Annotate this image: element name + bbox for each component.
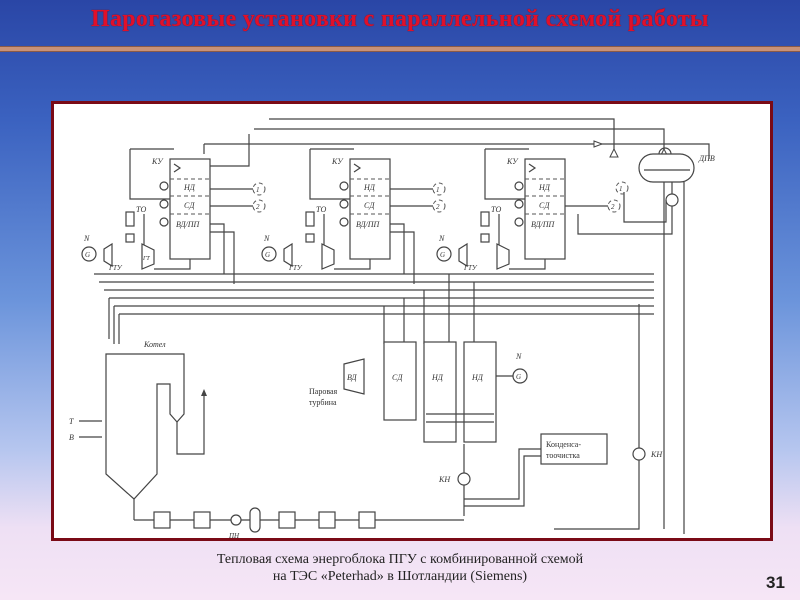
gtu-unit-1: КУ НД СД ВД/ПП ТО G N ГТУ ГТ 1 2: [81, 134, 266, 284]
section-vd-pp-1: ВД/ПП: [176, 220, 201, 229]
condensate-pump-right: [632, 447, 646, 461]
svg-text:1: 1: [619, 185, 623, 193]
figure-caption: Тепловая схема энергоблока ПГУ с комбини…: [150, 551, 650, 585]
svg-text:N: N: [83, 234, 90, 243]
svg-text:СД: СД: [364, 201, 375, 210]
gtu-unit-2: КУ НД СД ВД/ПП ТО G N ГТУ 1 2: [261, 148, 446, 284]
svg-text:2: 2: [436, 203, 440, 211]
svg-text:ТО: ТО: [316, 205, 326, 214]
slide-title: Парогазовые установки с параллельной схе…: [91, 6, 709, 32]
page-number: 31: [766, 573, 785, 592]
svg-text:ВД: ВД: [347, 373, 357, 382]
to-label-1: ТО: [136, 205, 146, 214]
title-divider: [0, 46, 800, 52]
svg-text:ГТУ: ГТУ: [108, 264, 123, 272]
svg-text:НД: НД: [471, 373, 484, 382]
section-sd-1: СД: [184, 201, 195, 210]
caption-line-1: Тепловая схема энергоблока ПГУ с комбини…: [216, 552, 584, 567]
top-feed-lines: [203, 118, 710, 529]
svg-text:1: 1: [256, 186, 260, 194]
svg-text:1: 1: [436, 186, 440, 194]
svg-text:G: G: [85, 251, 90, 259]
svg-text:КУ: КУ: [331, 157, 344, 166]
boiler-label: Котел: [143, 340, 166, 349]
svg-text:ГТУ: ГТУ: [463, 264, 478, 272]
svg-text:N: N: [263, 234, 270, 243]
svg-text:В: В: [69, 433, 74, 442]
svg-text:ТО: ТО: [491, 205, 501, 214]
feed-pump-deaerator: [665, 193, 679, 207]
svg-text:НД: НД: [363, 183, 376, 192]
heater-chain: ПН: [134, 507, 464, 538]
generator-1: [81, 246, 97, 262]
svg-text:ГТУ: ГТУ: [288, 264, 303, 272]
svg-text:ВД/ПП: ВД/ПП: [356, 220, 381, 229]
svg-text:G: G: [516, 373, 521, 381]
diagram-frame: КУ НД СД ВД/ПП ТО G N ГТУ ГТ 1 2 КУ НД С…: [51, 101, 773, 541]
svg-text:2: 2: [611, 203, 615, 211]
svg-text:Т: Т: [69, 417, 74, 426]
svg-text:ПН: ПН: [228, 532, 240, 538]
svg-text:тоочистка: тоочистка: [546, 451, 580, 460]
svg-text:турбина: турбина: [309, 398, 337, 407]
steam-turbine: Паровая турбина ВД СД НД НД G N: [309, 341, 528, 443]
ku-label-1: КУ: [151, 157, 164, 166]
condensate-cleaning: Конденса- тоочистка КН КН: [438, 304, 663, 530]
svg-text:G: G: [440, 251, 445, 259]
svg-text:2: 2: [256, 203, 260, 211]
caption-line-2: на ТЭС «Peterhad» в Шотландии (Siemens): [272, 569, 528, 584]
ku-boiler-1: [169, 158, 211, 260]
thermal-scheme-diagram: КУ НД СД ВД/ПП ТО G N ГТУ ГТ 1 2 КУ НД С…: [69, 118, 715, 538]
generator-2: [261, 246, 277, 262]
boiler: Котел Т В: [69, 340, 207, 520]
section-nd-1: НД: [183, 183, 196, 192]
svg-text:СД: СД: [539, 201, 550, 210]
generator-3: [436, 246, 452, 262]
svg-text:КН: КН: [650, 450, 663, 459]
svg-text:КН: КН: [438, 475, 451, 484]
collector-pipes: [94, 273, 654, 344]
deaerator: ДПВ 1: [577, 147, 715, 534]
gtu-unit-3: КУ НД СД ВД/ПП ТО G N ГТУ 2: [436, 148, 621, 272]
svg-text:СД: СД: [392, 373, 403, 382]
deaerator-label: ДПВ: [698, 154, 715, 163]
svg-text:N: N: [515, 352, 522, 361]
svg-text:НД: НД: [431, 373, 444, 382]
steam-generator: [512, 368, 528, 384]
svg-text:КУ: КУ: [506, 157, 519, 166]
condensate-pump: [457, 472, 471, 486]
svg-text:ГТ: ГТ: [142, 256, 150, 262]
svg-text:Конденса-: Конденса-: [546, 440, 581, 449]
svg-text:НД: НД: [538, 183, 551, 192]
svg-text:Паровая: Паровая: [309, 387, 338, 396]
svg-text:N: N: [438, 234, 445, 243]
svg-text:ВД/ПП: ВД/ПП: [531, 220, 556, 229]
svg-text:G: G: [265, 251, 270, 259]
